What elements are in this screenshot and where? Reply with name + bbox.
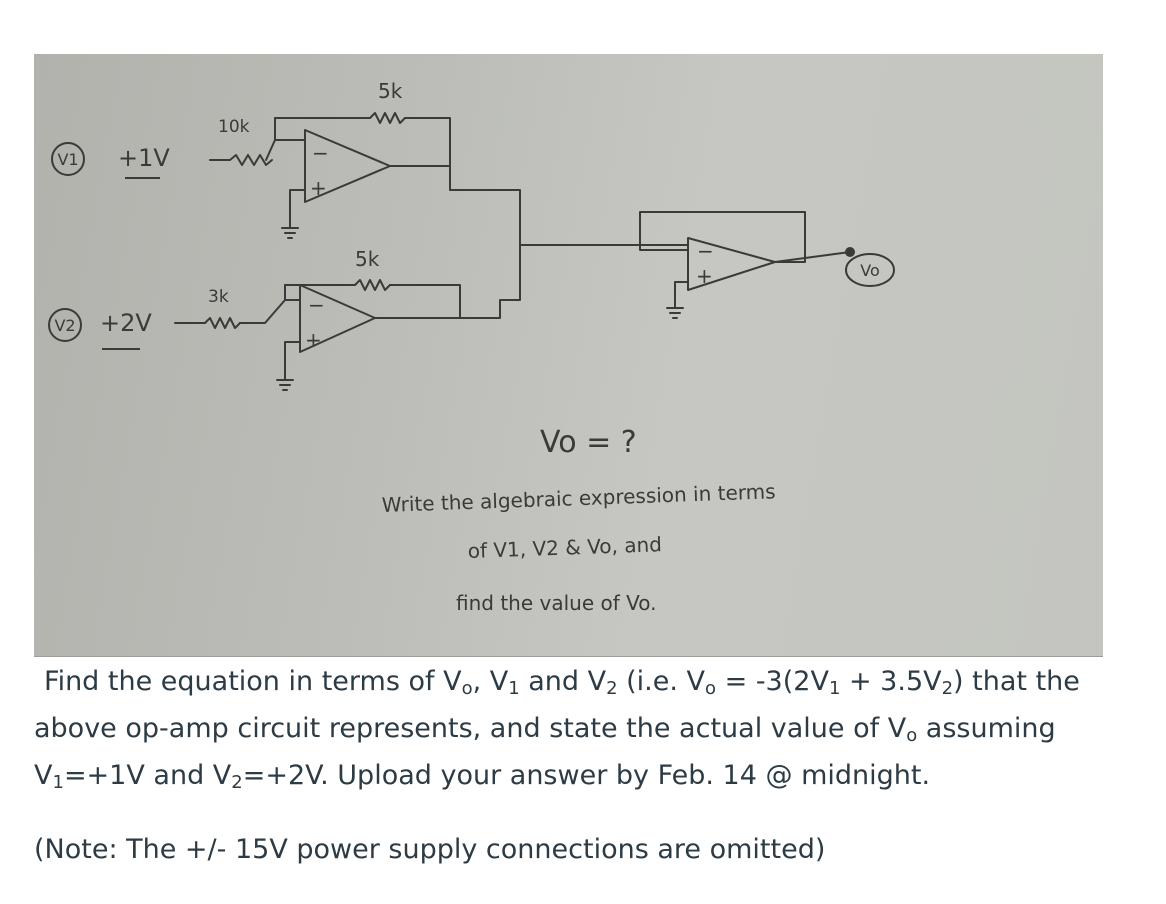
rf1-label: 5k — [378, 79, 403, 103]
v2-source-label: +2V — [100, 309, 152, 337]
r1-label: 10k — [218, 117, 250, 137]
v2-tag: V2 — [54, 316, 75, 335]
svg-text:−: − — [308, 293, 325, 317]
svg-text:+: + — [305, 328, 322, 352]
question-line-1: Find the equation in terms of Vo, V1 and… — [44, 666, 1080, 699]
question-line-2: above op-amp circuit represents, and sta… — [34, 713, 1056, 746]
question-line-3: V1=+1V and V2=+2V. Upload your answer by… — [34, 760, 931, 793]
vo-question: Vo = ? — [540, 425, 637, 460]
svg-text:−: − — [697, 239, 714, 263]
op-amp-circuit-sketch: − + − + − + V1 +1V 10k 5k V2 +2V 3k 5k V… — [48, 79, 895, 615]
note-line-1: Write the algebraic expression in terms — [381, 479, 776, 517]
r2-label: 3k — [208, 287, 229, 307]
supply-note: (Note: The +/- 15V power supply connecti… — [34, 834, 826, 865]
v1-tag: V1 — [57, 150, 78, 169]
rf2-label: 5k — [355, 247, 380, 271]
v1-source-label: +1V — [118, 144, 170, 172]
note-line-2: of V1, V2 & Vo, and — [467, 532, 662, 563]
svg-text:+: + — [696, 264, 713, 288]
circuit-photo: − + − + − + V1 +1V 10k 5k V2 +2V 3k 5k V… — [34, 54, 1103, 657]
note-line-3: find the value of Vo. — [456, 591, 657, 615]
vo-tag: Vo — [860, 261, 880, 280]
svg-text:−: − — [312, 141, 329, 165]
svg-text:+: + — [310, 176, 327, 200]
question-text: Find the equation in terms of Vo, V1 and… — [34, 658, 1124, 799]
